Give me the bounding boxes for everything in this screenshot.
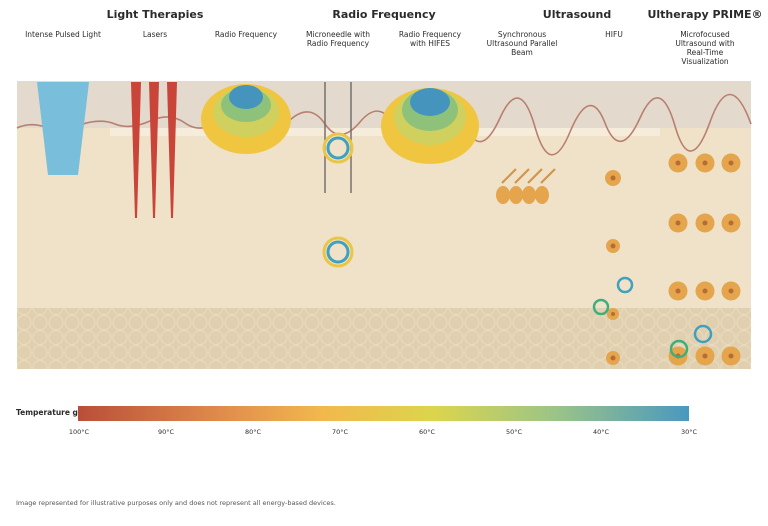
hifu-thermal-point-core — [610, 243, 616, 249]
microneedle-heat-ring — [322, 132, 354, 164]
label-lasers: Lasers — [142, 30, 168, 39]
ultrasound-thermal-zone — [509, 186, 523, 204]
ipl-light-beam — [37, 82, 89, 175]
category-radio-frequency: Radio Frequency — [332, 8, 436, 21]
hifu-thermal-point-core — [610, 355, 616, 361]
microneedle-heat-ring — [326, 136, 350, 160]
temperature-tick: 60°C — [418, 428, 436, 436]
label-hifu: HIFU — [605, 30, 623, 39]
hifu-ring — [592, 298, 610, 316]
rf-heat-zone-core — [229, 85, 263, 109]
disclaimer-text: Image represented for illustrative purpo… — [16, 499, 336, 507]
fat-cells-texture — [17, 308, 751, 369]
ultrasound-thermal-zone — [522, 186, 536, 204]
microneedle-heat-ring — [322, 236, 354, 268]
mfu-thermal-point-core — [702, 353, 708, 359]
temperature-tick: 90°C — [157, 428, 175, 436]
mfu-thermal-point-core — [728, 288, 734, 294]
mfu-thermal-point-core — [728, 353, 734, 359]
ultrasound-thermal-zone — [535, 186, 549, 204]
mfu-thermal-point-core — [675, 288, 681, 294]
laser-beam — [131, 82, 141, 218]
laser-beam — [167, 82, 177, 218]
category-light-therapies: Light Therapies — [106, 8, 204, 21]
temperature-tick: 40°C — [592, 428, 610, 436]
rf-hifes-heat-zone-core — [410, 88, 450, 116]
laser-beam — [149, 82, 159, 218]
temperature-tick: 70°C — [331, 428, 349, 436]
hifu-thermal-point-core — [611, 312, 615, 316]
temperature-tick: 30°C — [680, 428, 698, 436]
mfu-ring — [693, 324, 713, 344]
mfu-thermal-point-core — [728, 220, 734, 226]
label-intense-pulsed-light: Intense Pulsed Light — [25, 30, 101, 39]
mfu-thermal-point-core — [675, 220, 681, 226]
mfu-thermal-point-core — [702, 220, 708, 226]
label-radio-frequency: Radio Frequency — [214, 30, 278, 39]
ultrasound-thermal-zone — [496, 186, 510, 204]
mfu-thermal-point-core — [702, 160, 708, 166]
ultrasound-beam-line — [514, 168, 530, 184]
mfu-thermal-point-core — [702, 288, 708, 294]
mfu-thermal-point-core — [675, 160, 681, 166]
mfu-thermal-point-core — [728, 160, 734, 166]
microneedle-heat-ring — [326, 240, 350, 264]
temperature-guide-title: Temperature guide — [16, 408, 97, 417]
skin-cross-section-diagram — [16, 81, 752, 369]
category-ultrasound: Ultrasound — [542, 8, 612, 21]
ultrasound-beam-line — [527, 168, 543, 184]
category-ultherapy-prime: Ultherapy PRIME® — [647, 8, 763, 21]
hifu-ring — [616, 276, 634, 294]
temperature-tick: 80°C — [244, 428, 262, 436]
temperature-gradient-bar — [78, 406, 689, 421]
hifu-thermal-point-core — [610, 175, 616, 181]
mfu-ring — [669, 339, 689, 359]
ultrasound-beam-line — [501, 168, 517, 184]
temperature-tick: 50°C — [505, 428, 523, 436]
ultrasound-beam-line — [540, 168, 556, 184]
temperature-tick: 100°C — [68, 428, 90, 436]
